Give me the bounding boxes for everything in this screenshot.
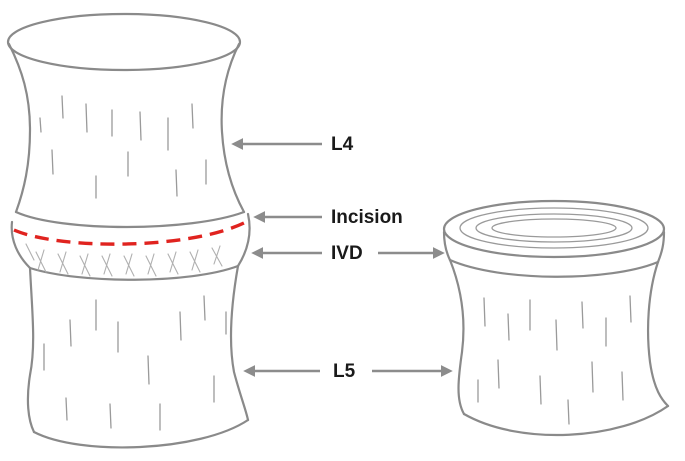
left-spine-segment <box>6 12 251 449</box>
ivd-label: IVD <box>331 243 363 264</box>
right-vertebra-drawing <box>442 199 670 437</box>
l5-vertebra-drawing <box>26 264 250 449</box>
l4-label: L4 <box>331 134 354 155</box>
l4-vertebra-drawing <box>6 12 246 214</box>
incision-label: Incision <box>331 207 403 228</box>
ivd-disc-drawing <box>10 210 251 281</box>
incision-line <box>13 220 247 246</box>
l5-label: L5 <box>333 361 356 382</box>
